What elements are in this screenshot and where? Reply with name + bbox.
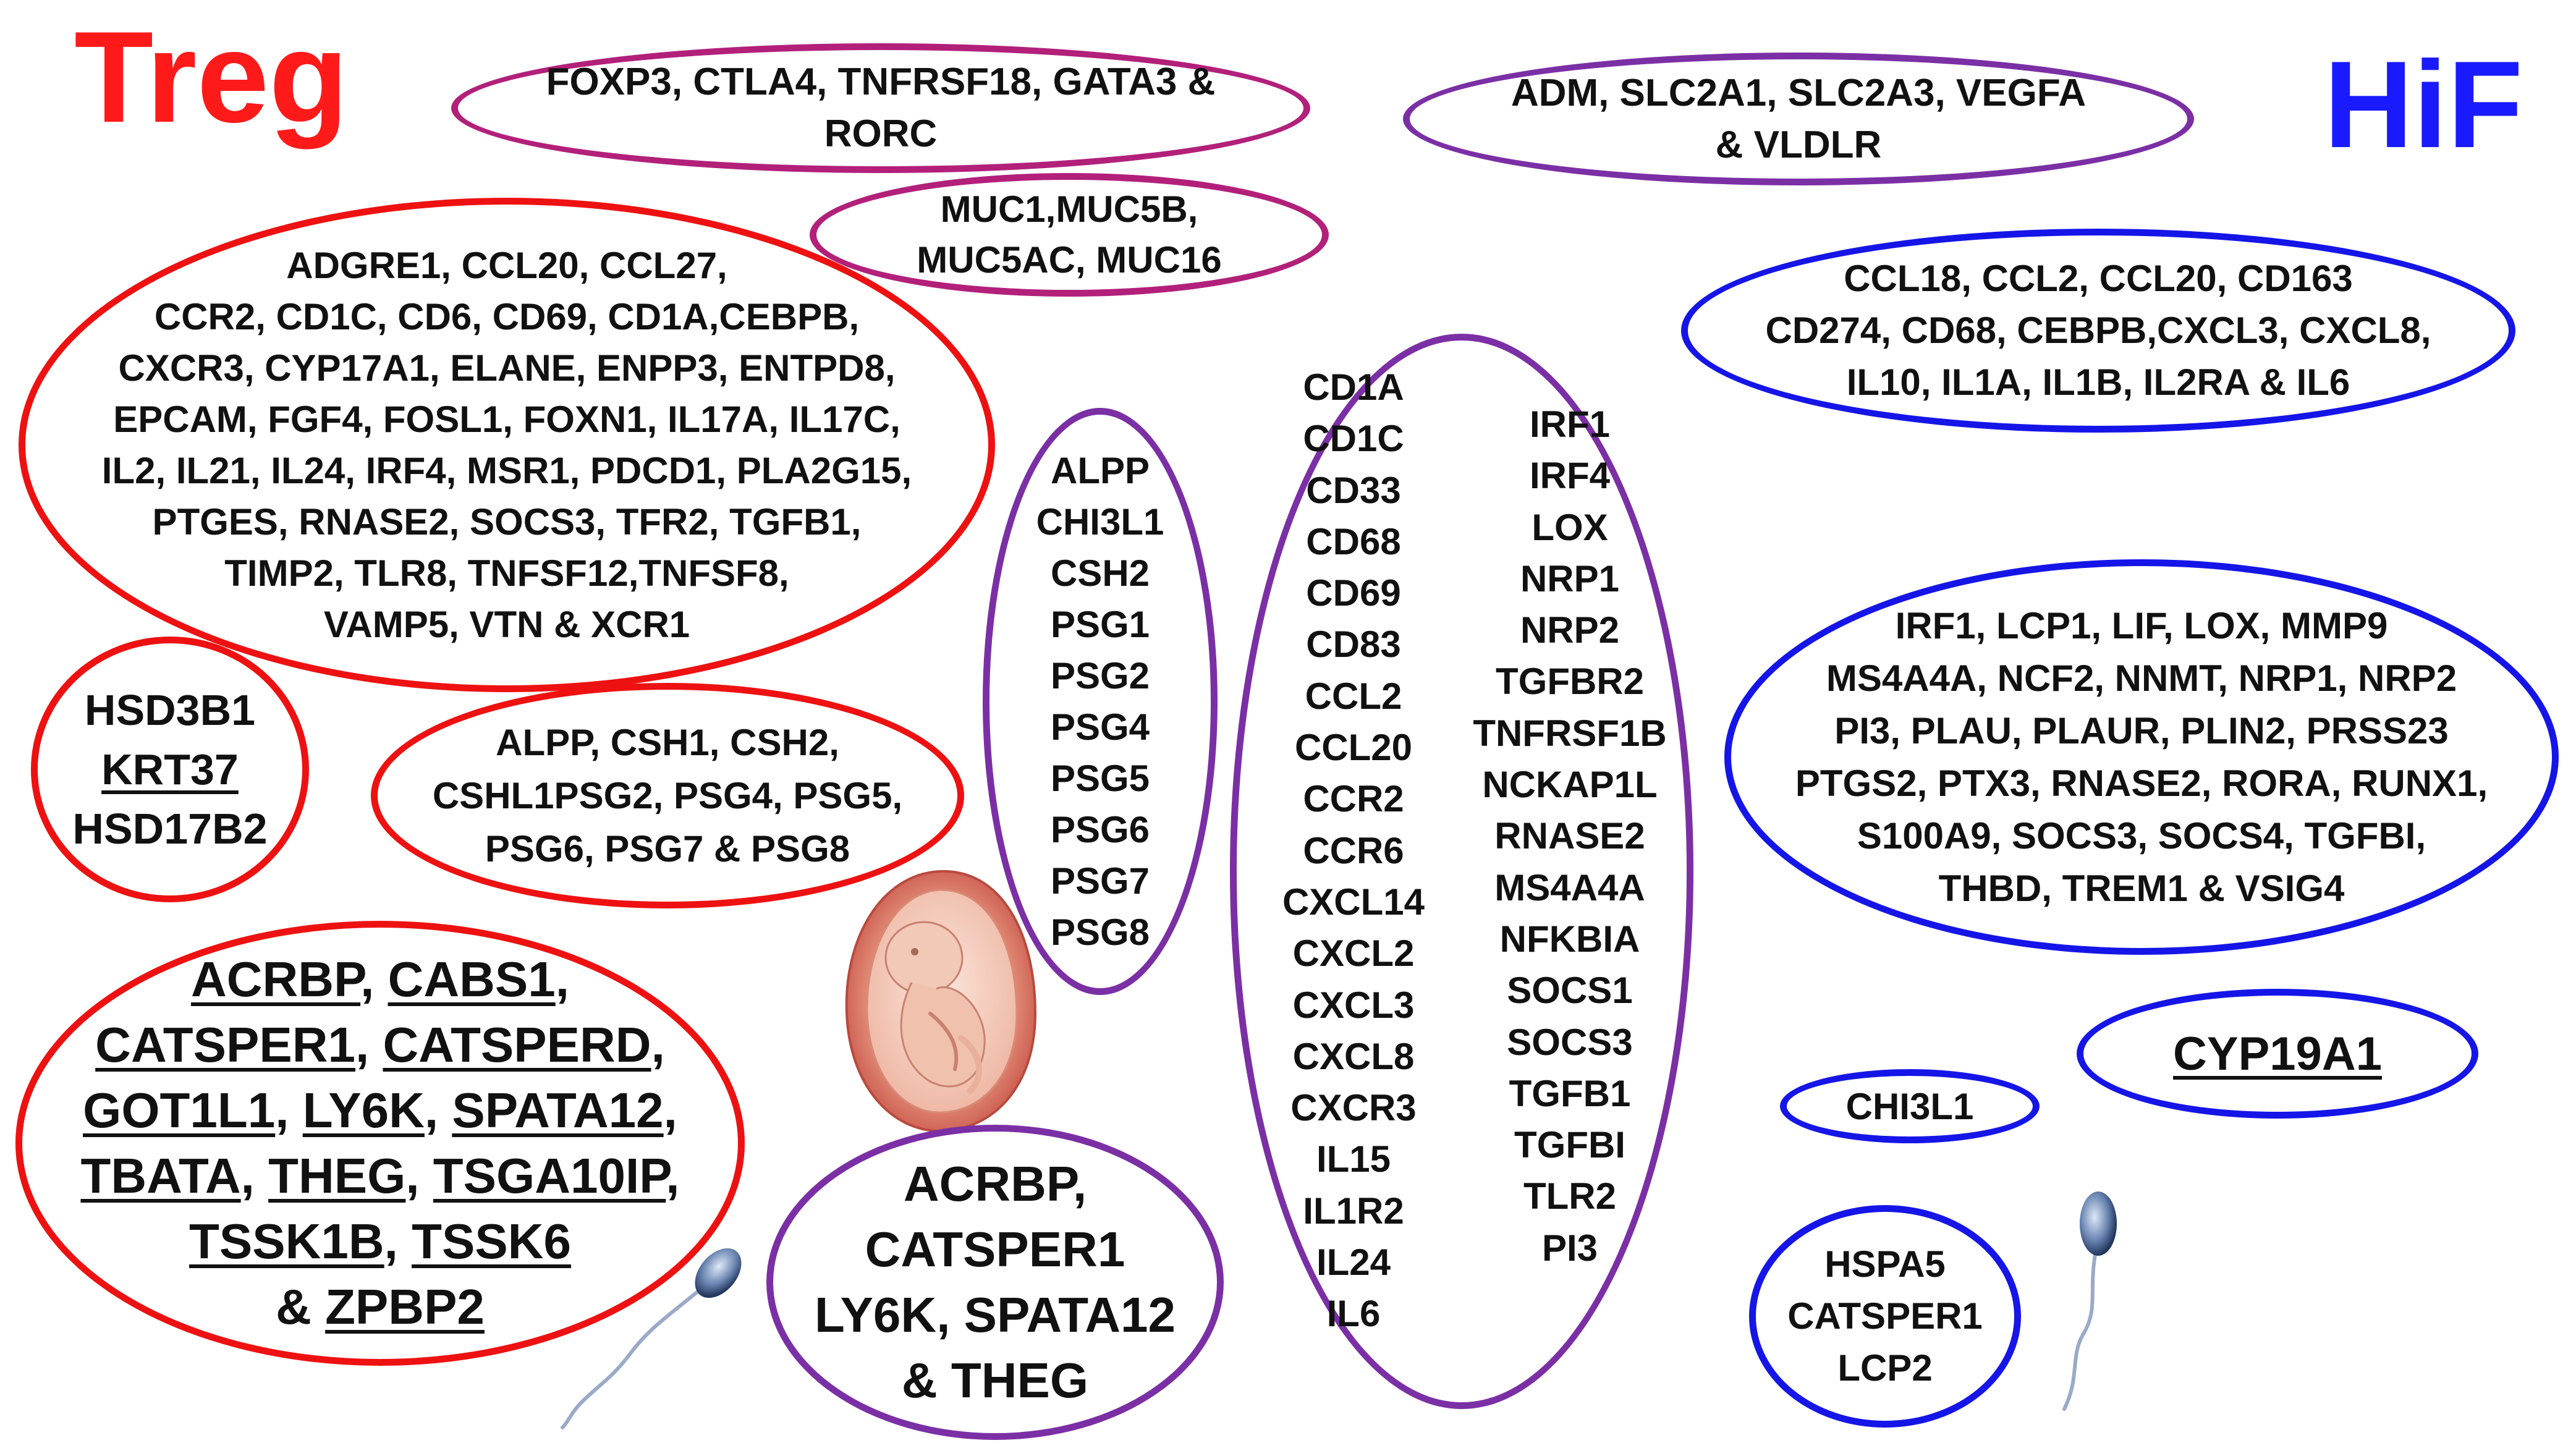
treg-sperm-line: GOT1L1, LY6K, SPATA12,: [80, 1078, 679, 1143]
separator-text: ,: [360, 952, 388, 1007]
treg-alpp-ellipse: ALPP, CSH1, CSH2, CSHL1PSG2, PSG4, PSG5,…: [371, 683, 964, 908]
cyp19a1-ellipse: CYP19A1: [2077, 989, 2478, 1119]
hif-irf-ellipse: IRF1, LCP1, LIF, LOX, MMP9 MS4A4A, NCF2,…: [1724, 559, 2559, 955]
center-ellipse: [1230, 334, 1693, 1409]
muc-gene-list: MUC1,MUC5B, MUC5AC, MUC16: [917, 188, 1222, 281]
center-left-gene-list: CD1A CD1C CD33 CD68 CD69 CD83 CCL2 CCL20…: [1282, 366, 1425, 1335]
cyp19a1-label: CYP19A1: [2173, 1027, 2382, 1080]
underlined-gene: GOT1L1: [83, 1083, 276, 1138]
underlined-gene: CATSPER1: [95, 1017, 355, 1072]
underlined-gene: TSSK1B: [189, 1214, 384, 1269]
foxp3-gene-list: FOXP3, CTLA4, TNFRSF18, GATA3 & RORC: [546, 61, 1216, 155]
underlined-gene: LY6K: [302, 1083, 425, 1138]
treg-sperm-line: ACRBP, CABS1,: [80, 947, 679, 1012]
separator-text: ,: [355, 1017, 383, 1072]
separator-text: ,: [666, 1148, 680, 1203]
separator-text: ,: [275, 1083, 303, 1138]
underlined-gene: TSSK6: [412, 1214, 571, 1269]
chi3l1-label: CHI3L1: [1845, 1085, 1974, 1127]
treg-sperm-gene-list: ACRBP, CABS1,CATSPER1, CATSPERD,GOT1L1, …: [80, 947, 679, 1340]
treg-title: Treg: [74, 4, 349, 150]
treg-sperm-line: TBATA, THEG, TSGA10IP,: [80, 1143, 679, 1209]
hspa5-gene-list: HSPA5 CATSPER1 LCP2: [1787, 1243, 1983, 1389]
hif-title: HiF: [2324, 36, 2523, 174]
adm-gene-list: ADM, SLC2A1, SLC2A3, VEGFA & VLDLR: [1510, 71, 2087, 166]
underlined-gene: THEG: [268, 1148, 406, 1203]
treg-alpp-gene-list: ALPP, CSH1, CSH2, CSHL1PSG2, PSG4, PSG5,…: [432, 721, 903, 870]
treg-sperm-ellipse: ACRBP, CABS1,CATSPER1, CATSPERD,GOT1L1, …: [15, 921, 745, 1366]
hif-ccl-ellipse: CCL18, CCL2, CCL20, CD163 CD274, CD68, C…: [1681, 229, 2515, 433]
separator-text: ,: [424, 1083, 452, 1138]
separator-text: ,: [384, 1214, 412, 1269]
underlined-gene: TSGA10IP: [433, 1148, 666, 1203]
muc-ellipse: MUC1,MUC5B, MUC5AC, MUC16: [810, 173, 1329, 297]
fetus-illustration: [845, 870, 1037, 1133]
psg-ellipse: ALPP CHI3L1 CSH2 PSG1 PSG2 PSG4 PSG5 PSG…: [983, 408, 1218, 995]
underlined-gene: CABS1: [388, 952, 556, 1007]
hif-ccl-gene-list: CCL18, CCL2, CCL20, CD163 CD274, CD68, C…: [1765, 258, 2431, 403]
treg-main-gene-list: ADGRE1, CCL20, CCL27, CCR2, CD1C, CD6, C…: [101, 245, 912, 645]
underlined-gene: CATSPERD: [383, 1017, 651, 1072]
underlined-gene: SPATA12: [452, 1083, 664, 1138]
separator-text: ,: [663, 1083, 677, 1138]
hif-irf-gene-list: IRF1, LCP1, LIF, LOX, MMP9 MS4A4A, NCF2,…: [1795, 605, 2488, 909]
krt37-label: KRT37: [101, 745, 239, 794]
hsd3b1-label: HSD3B1: [84, 686, 256, 734]
treg-sperm-line: & ZPBP2: [80, 1274, 679, 1340]
hsd17b2-label: HSD17B2: [72, 805, 268, 853]
separator-text: ,: [240, 1148, 269, 1203]
underlined-gene: ACRBP: [190, 952, 361, 1007]
underlined-gene: TBATA: [80, 1148, 241, 1203]
hsd-circle: HSD3B1 KRT37 HSD17B2: [31, 637, 309, 902]
chi3l1-ellipse: CHI3L1: [1780, 1069, 2040, 1143]
separator-text: ,: [405, 1148, 433, 1203]
shared-sperm-gene-list: ACRBP, CATSPER1 LY6K, SPATA12 & THEG: [815, 1156, 1176, 1408]
hspa5-ellipse: HSPA5 CATSPER1 LCP2: [1749, 1205, 2021, 1428]
center-right-gene-list: IRF1 IRF4 LOX NRP1 NRP2 TGFBR2 TNFRSF1B …: [1473, 404, 1667, 1269]
adm-ellipse: ADM, SLC2A1, SLC2A3, VEGFA & VLDLR: [1403, 53, 2194, 185]
psg-gene-list: ALPP CHI3L1 CSH2 PSG1 PSG2 PSG4 PSG5 PSG…: [1036, 450, 1164, 953]
treg-sperm-line: CATSPER1, CATSPERD,: [80, 1012, 679, 1078]
shared-sperm-ellipse: ACRBP, CATSPER1 LY6K, SPATA12 & THEG: [766, 1125, 1224, 1440]
separator-text: &: [276, 1279, 326, 1334]
sperm-illustration-left: [561, 1248, 742, 1429]
separator-text: ,: [555, 952, 569, 1007]
sperm-illustration-right: [2062, 1191, 2117, 1411]
treg-sperm-line: TSSK1B, TSSK6: [80, 1209, 679, 1274]
underlined-gene: ZPBP2: [325, 1279, 485, 1334]
treg-main-ellipse: ADGRE1, CCL20, CCL27, CCR2, CD1C, CD6, C…: [19, 198, 995, 692]
separator-text: ,: [651, 1017, 665, 1072]
foxp3-ellipse: FOXP3, CTLA4, TNFRSF18, GATA3 & RORC: [451, 43, 1310, 173]
